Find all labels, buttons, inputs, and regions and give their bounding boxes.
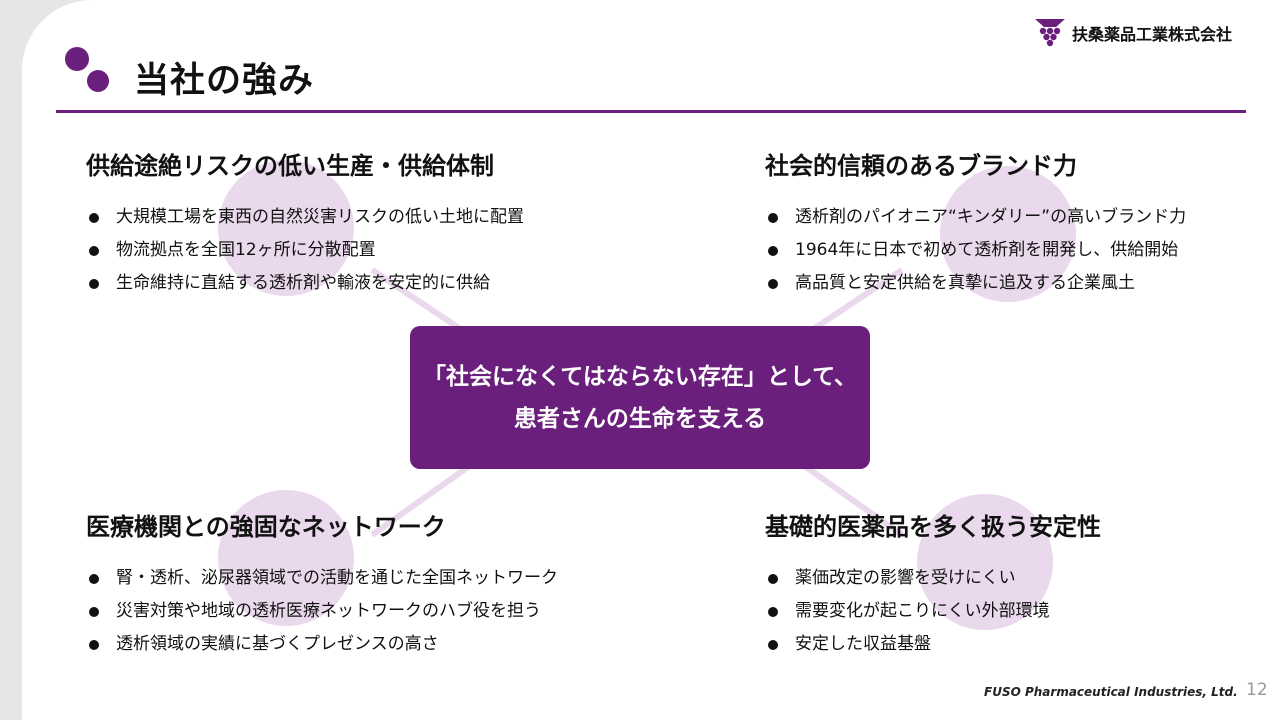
list-item: 1964年に日本で初めて透析剤を開発し、供給開始 (765, 234, 1186, 267)
list-item: 腎・透析、泌尿器領域での活動を通じた全国ネットワーク (86, 562, 558, 595)
section-title: 医療機関との強固なネットワーク (86, 513, 446, 541)
bullet-list: 腎・透析、泌尿器領域での活動を通じた全国ネットワーク 災害対策や地域の透析医療ネ… (86, 562, 558, 661)
section-stability: 基礎的医薬品を多く扱う安定性 薬価改定の影響を受けにくい 需要変化が起こりにくい… (765, 507, 1101, 661)
decor-circle-bottom-right (917, 494, 1053, 630)
slide: 当社の強み 扶桑薬品工業株式会社 供給途絶リスクの低い生産・供給体制 大規模工場… (22, 0, 1280, 720)
list-item: 透析剤のパイオニア“キンダリー”の高いブランド力 (765, 201, 1186, 234)
section-title: 供給途絶リスクの低い生産・供給体制 (86, 152, 494, 180)
list-item: 生命維持に直結する透析剤や輸液を安定的に供給 (86, 267, 524, 300)
list-item: 薬価改定の影響を受けにくい (765, 562, 1101, 595)
page-title: 当社の強み (134, 61, 315, 101)
list-item: 大規模工場を東西の自然災害リスクの低い土地に配置 (86, 201, 524, 234)
company-logo: 扶桑薬品工業株式会社 (1032, 16, 1232, 50)
decor-circle-top-right (940, 166, 1076, 302)
list-item: 透析領域の実績に基づくプレゼンスの高さ (86, 628, 558, 661)
section-title: 社会的信頼のあるブランド力 (765, 152, 1077, 180)
company-name: 扶桑薬品工業株式会社 (1072, 25, 1233, 44)
mission-line-2: 患者さんの生命を支える (513, 405, 767, 432)
page-number: 12 (1246, 680, 1268, 700)
list-item: 高品質と安定供給を真摯に追及する企業風土 (765, 267, 1186, 300)
grape-logo-icon (1035, 19, 1065, 47)
title-divider (56, 110, 1246, 113)
section-brand: 社会的信頼のあるブランド力 透析剤のパイオニア“キンダリー”の高いブランド力 1… (765, 146, 1186, 300)
title-dot-icon (87, 70, 109, 92)
section-title: 基礎的医薬品を多く扱う安定性 (765, 513, 1101, 541)
bullet-list: 透析剤のパイオニア“キンダリー”の高いブランド力 1964年に日本で初めて透析剤… (765, 201, 1186, 300)
footer-brand: FUSO Pharmaceutical Industries, Ltd. (984, 685, 1238, 699)
mission-line-1: 「社会になくてはならない存在」として、 (422, 363, 857, 390)
section-supply: 供給途絶リスクの低い生産・供給体制 大規模工場を東西の自然災害リスクの低い土地に… (86, 146, 524, 300)
decor-circle-bottom-left (218, 490, 354, 626)
bullet-list: 薬価改定の影響を受けにくい 需要変化が起こりにくい外部環境 安定した収益基盤 (765, 562, 1101, 661)
list-item: 需要変化が起こりにくい外部環境 (765, 595, 1101, 628)
decor-circle-top-left (218, 160, 354, 296)
list-item: 安定した収益基盤 (765, 628, 1101, 661)
list-item: 災害対策や地域の透析医療ネットワークのハブ役を担う (86, 595, 558, 628)
list-item: 物流拠点を全国12ヶ所に分散配置 (86, 234, 524, 267)
section-network: 医療機関との強固なネットワーク 腎・透析、泌尿器領域での活動を通じた全国ネットワ… (86, 507, 558, 661)
bullet-list: 大規模工場を東西の自然災害リスクの低い土地に配置 物流拠点を全国12ヶ所に分散配… (86, 201, 524, 300)
title-dot-icon (65, 47, 89, 71)
mission-box: 「社会になくてはならない存在」として、 患者さんの生命を支える (410, 326, 870, 469)
